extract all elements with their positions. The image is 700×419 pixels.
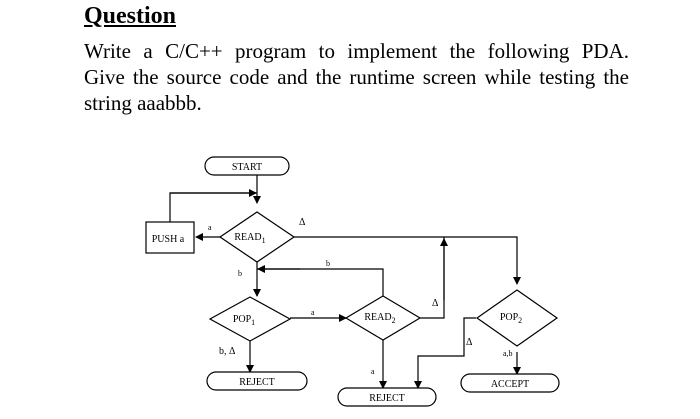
edge-b-read1-label: b (238, 269, 242, 278)
edge-b-loop-label: b (326, 259, 330, 268)
edge-b-loop (257, 268, 384, 299)
edge-a-push-label: a (208, 223, 212, 232)
pop2-label: POP2 (500, 312, 522, 325)
read2-node (344, 295, 422, 341)
pop2-node (475, 289, 559, 347)
accept-node (460, 373, 560, 393)
edge-delta-pop2-label: Δ (466, 337, 473, 348)
pop1-node (208, 296, 292, 342)
accept-label: ACCEPT (491, 379, 529, 390)
edge-delta-read1-label: Δ (299, 217, 306, 228)
push-a-node (145, 221, 195, 254)
push-a-label: PUSH a (152, 234, 185, 245)
question-line-2: Give the source code and the runtime scr… (84, 65, 629, 89)
edge-ab-pop2-label: a,b (503, 349, 513, 358)
question-line-3: string aaabbb. (84, 91, 202, 115)
pop1-label: POP1 (233, 314, 255, 327)
edge-pop2-reject (414, 317, 476, 389)
read1-label: READ1 (234, 232, 265, 245)
reject2-node (337, 387, 437, 407)
read1-node (218, 211, 296, 263)
edge-read1-pop2 (294, 236, 521, 285)
reject1-node (206, 371, 308, 391)
question-heading: Question (84, 3, 177, 29)
start-label: START (232, 162, 262, 173)
reject1-label: REJECT (239, 377, 275, 388)
read2-label: READ2 (364, 312, 395, 325)
question-text: Write a C/C++ program to implement the f… (84, 38, 629, 116)
edge-a-pop1-label: a (311, 308, 315, 317)
edge-a-read2-label: a (371, 367, 375, 376)
edge-b-delta-pop1-label: b, Δ (219, 346, 236, 357)
edge-push-loop (169, 192, 257, 222)
question-line-1: Write a C/C++ program to implement the f… (84, 39, 629, 63)
start-node (204, 156, 290, 176)
edge-delta-read2-label: Δ (432, 298, 439, 309)
reject2-label: REJECT (369, 393, 405, 404)
